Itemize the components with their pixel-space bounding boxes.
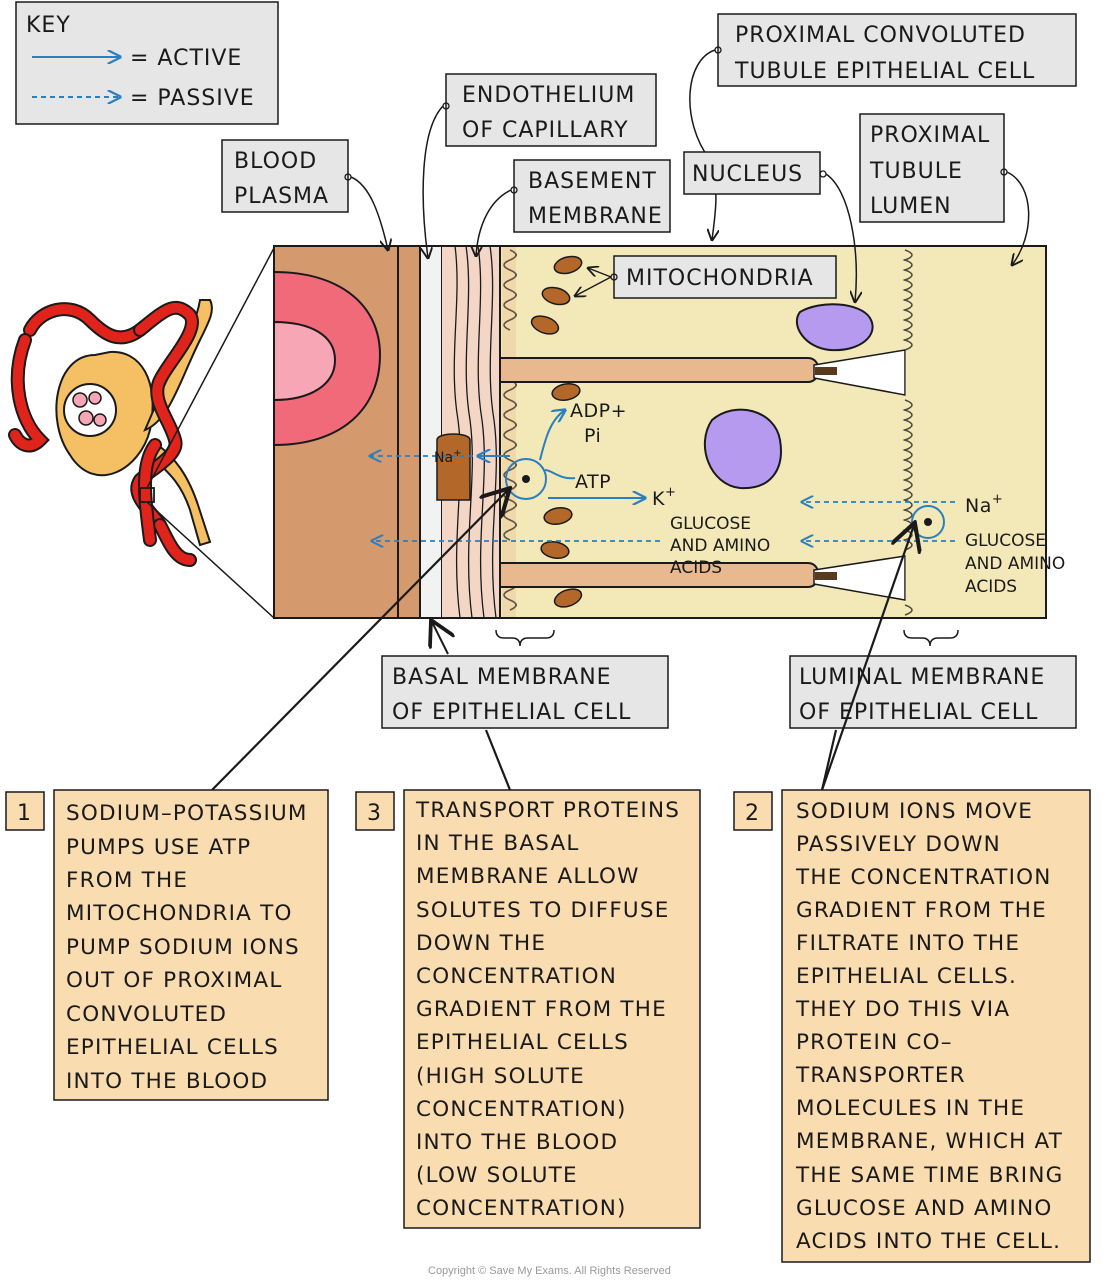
label-box-proximal-cell (717, 13, 1077, 87)
step-2-number-box (733, 791, 773, 831)
na-basal-label: Na+ (434, 448, 461, 466)
sodium-channel-protein (436, 433, 471, 501)
label-basement-line1: BASEMENT (528, 169, 657, 194)
magnified-panel (274, 246, 1046, 618)
nephron-illustration (8, 247, 275, 619)
label-proximal-cell-line2: TUBULE EPITHELIAL CELL (734, 59, 1035, 84)
step-2-text-box (781, 789, 1091, 1263)
glucose-mid-line2: AND AMINO (670, 536, 770, 556)
label-blood-plasma-line1: BLOOD (234, 149, 317, 174)
glucose-mid-line1: GLUCOSE (670, 514, 751, 534)
label-box-luminal (789, 655, 1077, 729)
label-endothelium-line2: OF CAPILLARY (462, 118, 629, 143)
label-mitochondria: MITOCHONDRIA (626, 266, 814, 291)
nucleus-middle (703, 408, 782, 490)
label-luminal-line2: OF EPITHELIAL CELL (799, 700, 1038, 725)
glucose-mid-line3: ACIDS (670, 558, 722, 578)
step-3-number-box (355, 791, 395, 831)
adp-arrow (539, 410, 565, 461)
basal-brace (495, 629, 555, 647)
adp-label: ADP+ (570, 400, 627, 422)
luminal-brace (903, 629, 959, 647)
label-basal-line2: OF EPITHELIAL CELL (392, 700, 631, 725)
panel-border (273, 245, 1047, 619)
step-2-text: SODIUM IONS MOVE PASSIVELY DOWN THE CONC… (795, 799, 1072, 1254)
label-lumen-line3: LUMEN (870, 194, 952, 219)
label-proximal-cell-line1: PROXIMAL CONVOLUTED (735, 23, 1026, 48)
callout-labels: PROXIMAL CONVOLUTED TUBULE EPITHELIAL CE… (221, 13, 1077, 729)
key-box (15, 1, 279, 125)
label-luminal-line1: LUMINAL MEMBRANE (799, 665, 1045, 690)
k-label: K+ (652, 485, 676, 510)
step-leaders (211, 490, 914, 791)
step-1-number-box (5, 791, 45, 831)
step-1-text: SODIUM–POTASSIUM PUMPS USE ATP FROM THE … (66, 801, 316, 1094)
step-1-text-box (53, 789, 329, 1101)
mitochondria-group (530, 255, 583, 608)
copyright-notice: Copyright © Save My Exams. All Rights Re… (428, 1265, 671, 1277)
lateral-membrane-bottom (499, 562, 820, 588)
label-basal-line1: BASAL MEMBRANE (392, 665, 612, 690)
label-box-basement (513, 159, 671, 233)
step-1-number: 1 (17, 801, 32, 826)
lateral-membrane-top (499, 357, 820, 383)
na-k-pump-circle (505, 458, 547, 500)
step-3-text: TRANSPORT PROTEINS IN THE BASAL MEMBRANE… (415, 798, 688, 1221)
label-box-basal (381, 655, 669, 729)
nucleus-top (795, 303, 874, 352)
tubule-lumen-region (905, 246, 1046, 618)
atp-label: ATP (575, 471, 611, 493)
glucose-right-line2: AND AMINO (965, 554, 1065, 574)
label-nucleus: NUCLEUS (692, 162, 803, 187)
label-basement-line2: MEMBRANE (528, 204, 663, 229)
step-2: 2 SODIUM IONS MOVE PASSIVELY DOWN THE CO… (733, 789, 1091, 1263)
label-box-mitochondria (613, 255, 837, 299)
label-box-lumen (859, 113, 1005, 223)
label-endothelium-line1: ENDOTHELIUM (462, 83, 635, 108)
key-active-label: = ACTIVE (130, 46, 242, 71)
label-box-endothelium (445, 73, 657, 147)
step-1: 1 SODIUM–POTASSIUM PUMPS USE ATP FROM TH… (5, 789, 329, 1101)
step-3-number: 3 (367, 801, 382, 826)
key-legend: KEY = ACTIVE = PASSIVE (15, 1, 279, 125)
key-title: KEY (26, 13, 71, 38)
step-3: 3 TRANSPORT PROTEINS IN THE BASAL MEMBRA… (355, 789, 701, 1229)
label-blood-plasma-line2: PLASMA (234, 184, 329, 209)
step-3-text-box (403, 789, 701, 1229)
key-passive-label: = PASSIVE (130, 86, 255, 111)
label-lumen-line2: TUBULE (869, 159, 963, 184)
inner-labels: Na+ ADP+ Pi ATP K+ GLUCOSE AND AMINO ACI… (434, 400, 1065, 597)
endothelium-region (420, 246, 442, 618)
label-box-blood-plasma (221, 139, 349, 213)
step-2-number: 2 (745, 801, 760, 826)
na-luminal-label: Na+ (965, 492, 1003, 517)
glucose-right-line3: ACIDS (965, 577, 1017, 597)
label-lumen-line1: PROXIMAL (870, 123, 990, 148)
glucose-right-line1: GLUCOSE (965, 531, 1046, 551)
pi-label: Pi (584, 425, 601, 447)
